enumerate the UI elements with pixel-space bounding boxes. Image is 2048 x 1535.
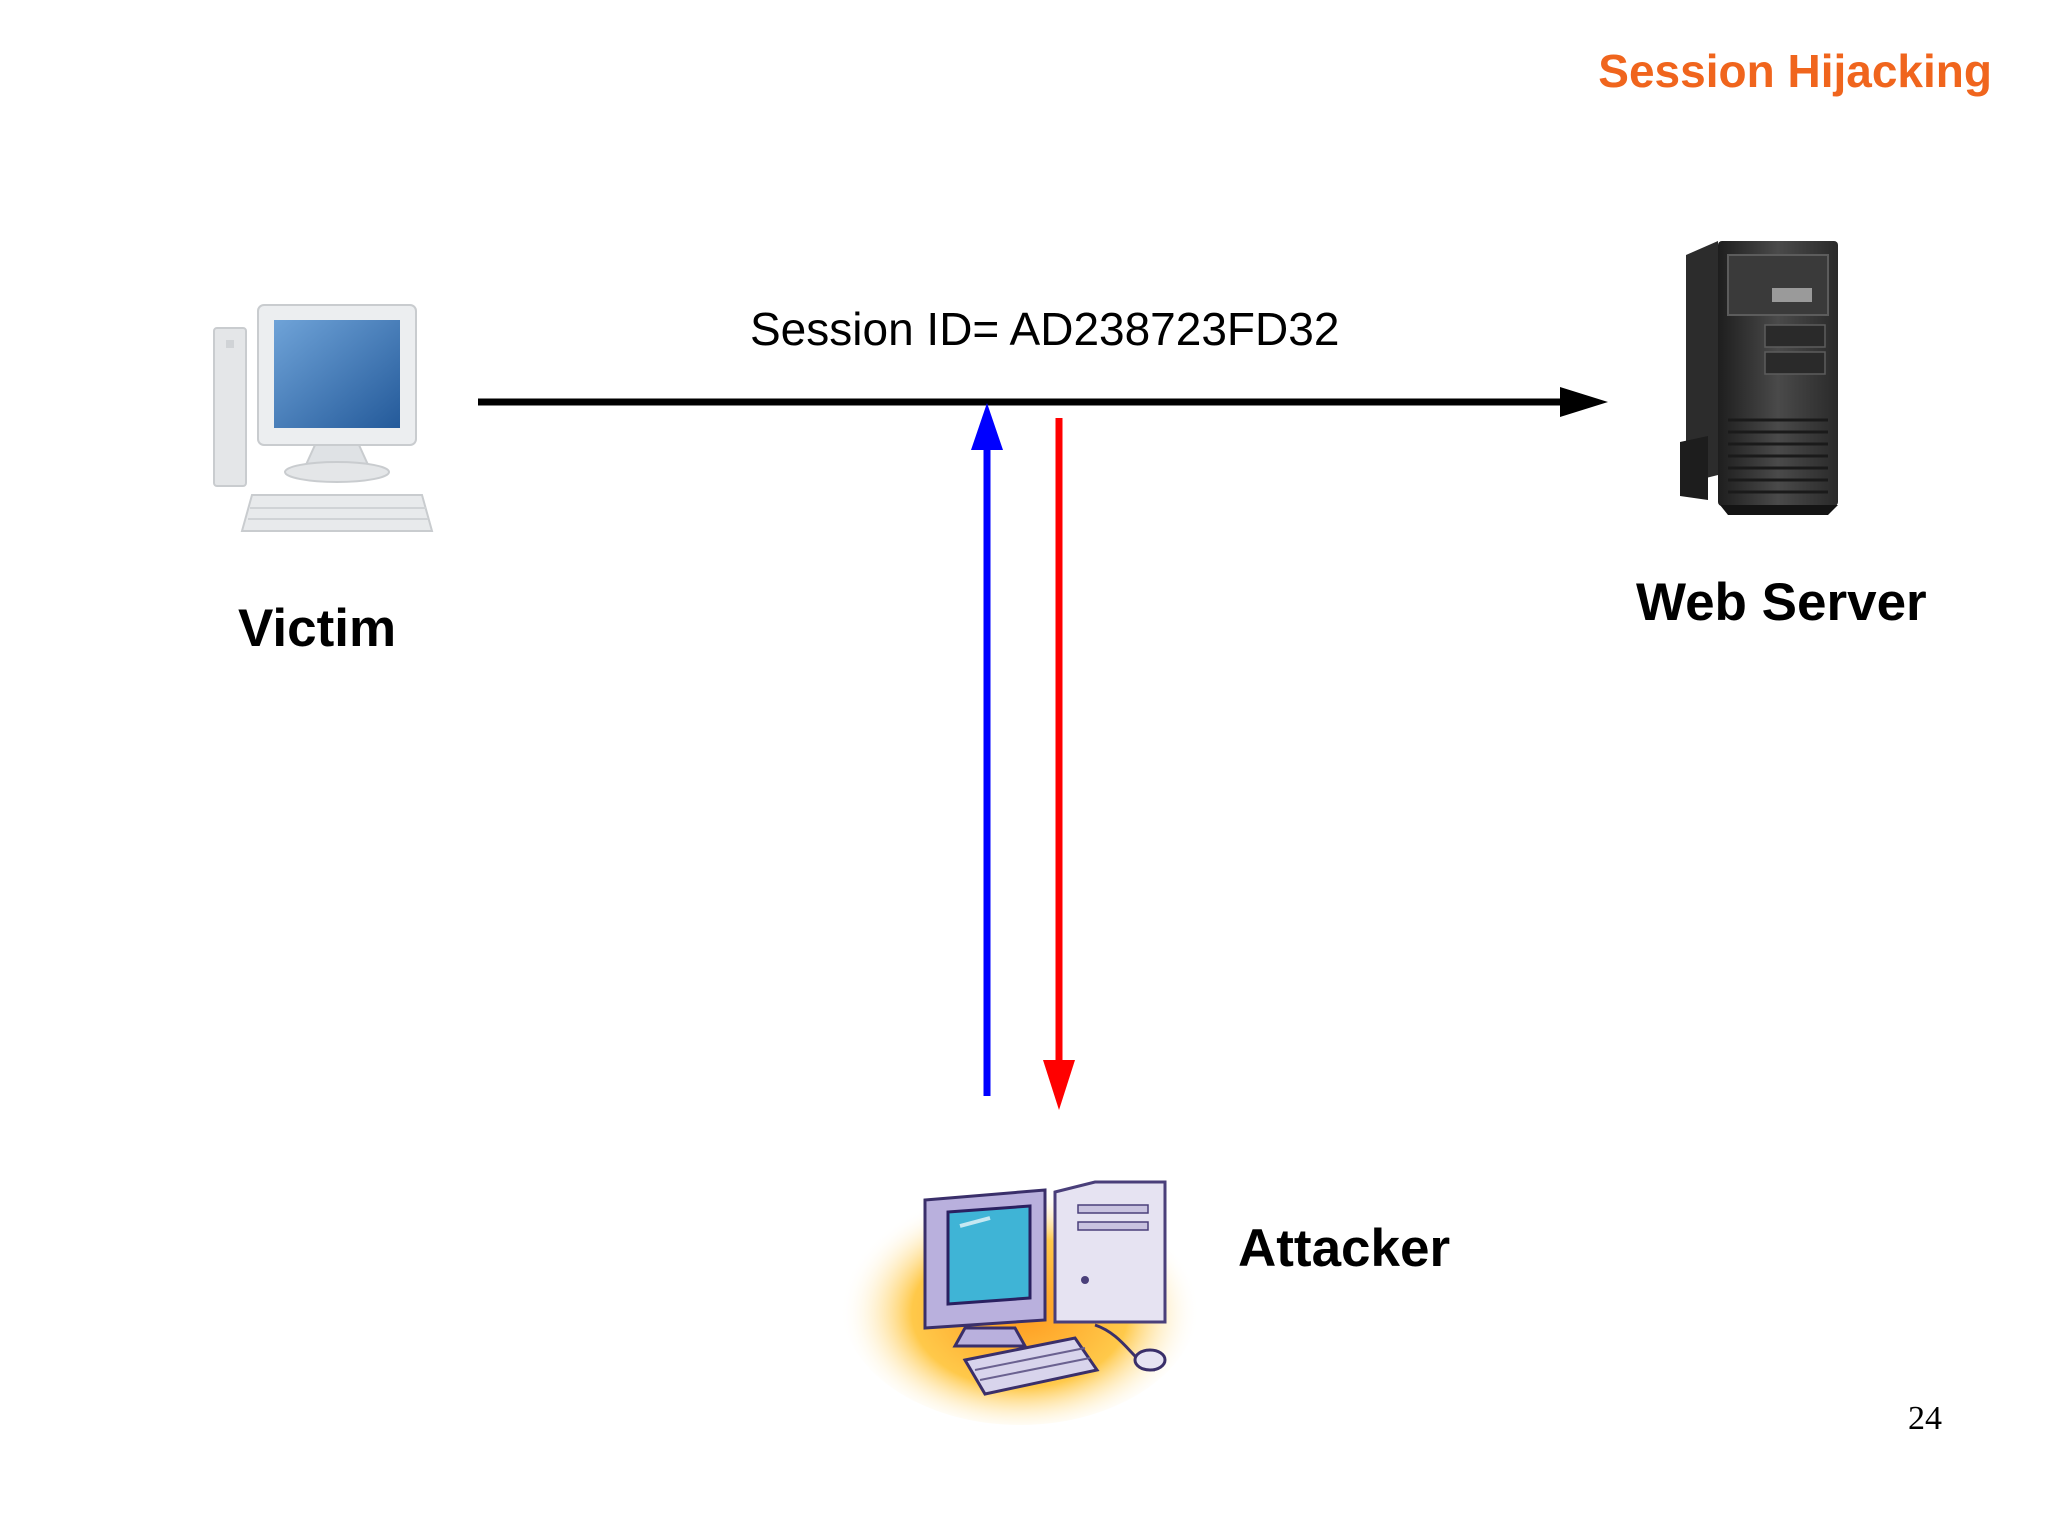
slide-title: Session Hijacking — [1598, 45, 1992, 97]
attacker-sniff-arrow — [971, 403, 1003, 1096]
session-arrow — [478, 387, 1608, 417]
session-id-label: Session ID= AD238723FD32 — [750, 303, 1340, 355]
page-number: 24 — [1908, 1400, 1942, 1437]
clipart-computer-icon — [840, 1175, 1200, 1425]
attacker-capture-arrow — [1043, 418, 1075, 1110]
web-server-label: Web Server — [1636, 573, 1927, 632]
victim-label: Victim — [238, 599, 397, 658]
tower-server-icon — [1680, 241, 1838, 515]
attacker-label: Attacker — [1238, 1219, 1451, 1278]
desktop-computer-icon — [213, 304, 434, 532]
